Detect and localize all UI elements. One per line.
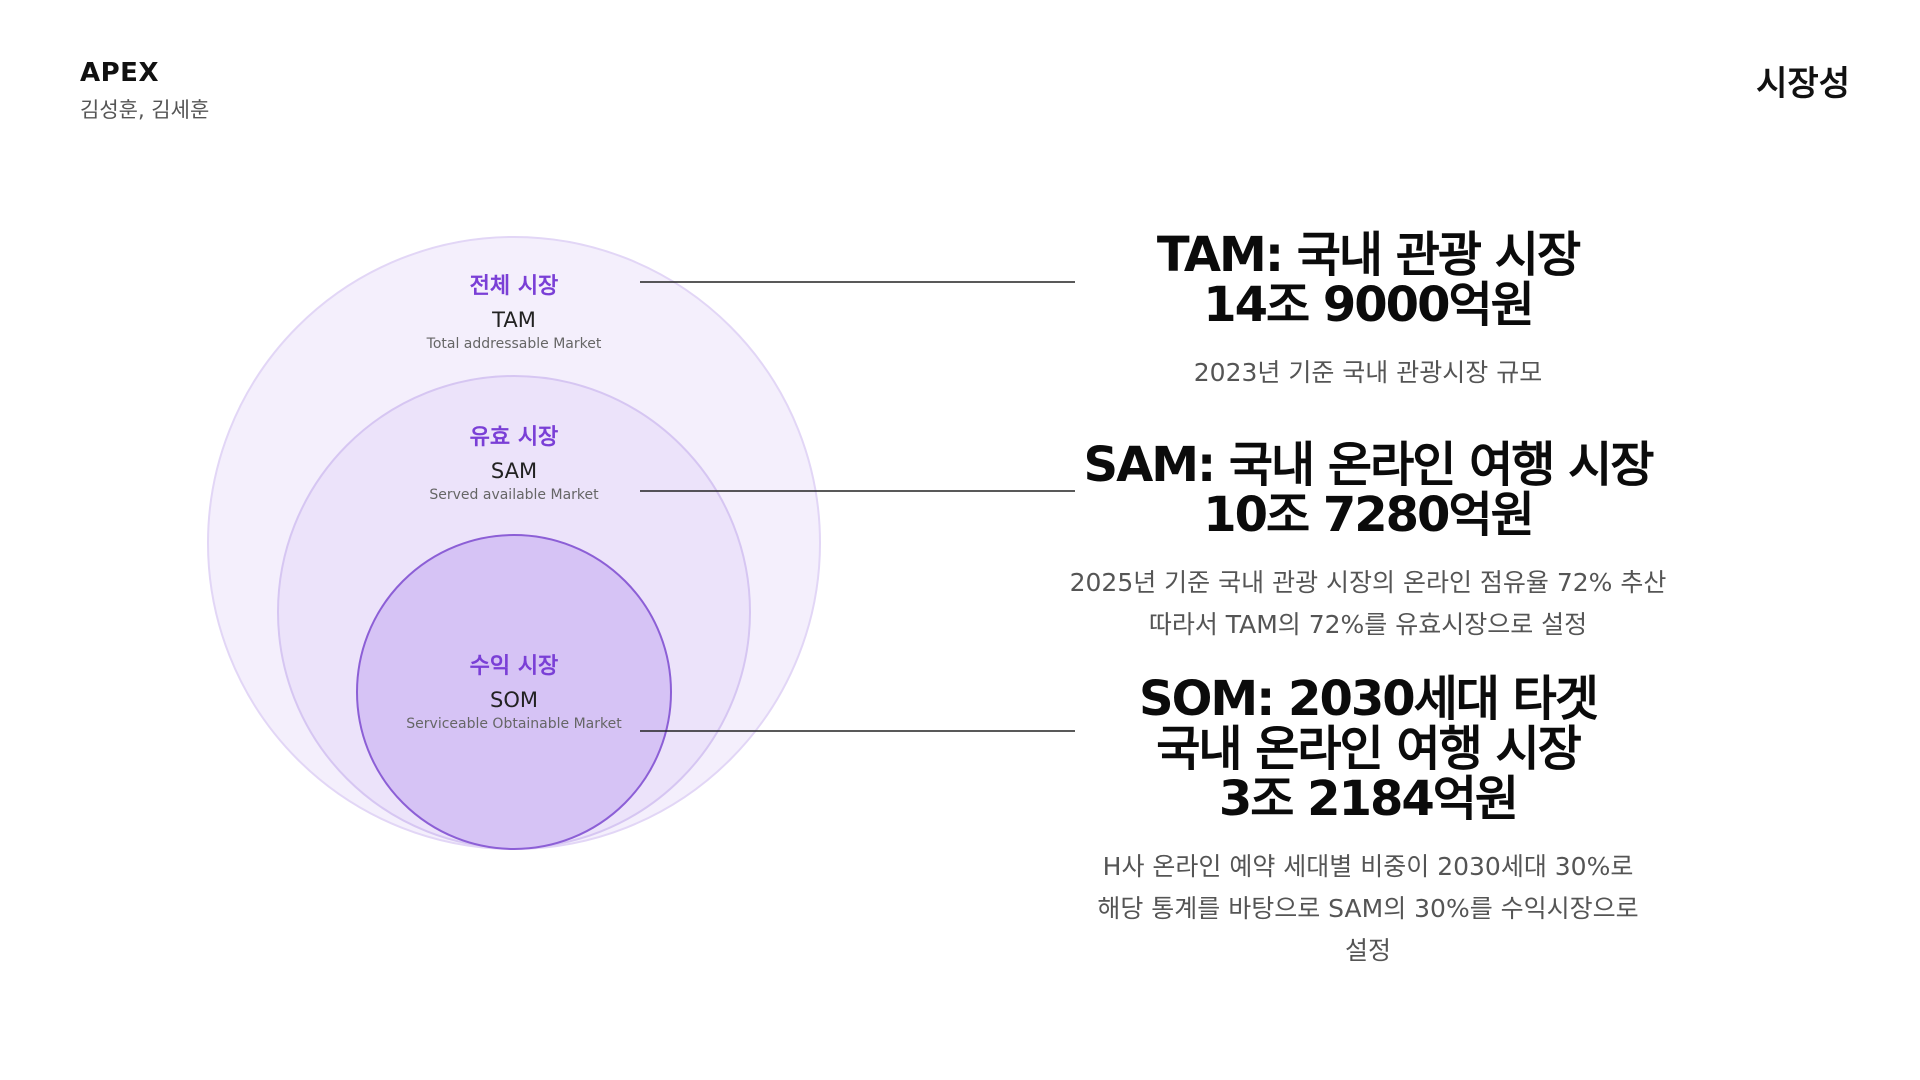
brand-block: APEX 김성훈, 김세훈 (80, 58, 209, 124)
tam-value: 14조 9000억원 (1203, 277, 1535, 333)
tam-circle-label: 전체 시장 TAM Total addressable Market (427, 268, 602, 352)
tam-block: TAM: 국내 관광 시장 14조 9000억원 2023년 기준 국내 관광시… (1156, 227, 1581, 394)
som-label-full: Serviceable Obtainable Market (406, 716, 622, 732)
sam-label-ko: 유효 시장 (469, 425, 559, 450)
som-headline-line: SOM: 2030세대 타겟 (1139, 671, 1599, 727)
author-names: 김성훈, 김세훈 (80, 98, 210, 122)
brand-name: APEX (80, 58, 159, 88)
sam-value: 10조 7280억원 (1203, 487, 1535, 543)
som-description-line: 설정 (1344, 936, 1391, 965)
sam-block: SAM: 국내 온라인 여행 시장 10조 7280억원 2025년 기준 국내… (1070, 440, 1667, 646)
som-value: 3조 2184억원 (1218, 771, 1519, 827)
som-block: SOM: 2030세대 타겟 국내 온라인 여행 시장 3조 2184억원 H사… (1097, 674, 1638, 972)
tam-headline-line: TAM: 국내 관광 시장 (1156, 227, 1581, 283)
sam-headline-line: SAM: 국내 온라인 여행 시장 (1083, 437, 1655, 493)
tam-label-abbr: TAM (492, 308, 536, 332)
sam-description-line: 따라서 TAM의 72%를 유효시장으로 설정 (1148, 610, 1588, 639)
som-description-line: 해당 통계를 바탕으로 SAM의 30%를 수익시장으로 (1097, 894, 1639, 923)
som-label-abbr: SOM (490, 688, 538, 712)
som-description-line: H사 온라인 예약 세대별 비중이 2030세대 30%로 (1102, 852, 1634, 881)
som-description: H사 온라인 예약 세대별 비중이 2030세대 30%로 해당 통계를 바탕으… (1097, 846, 1638, 972)
sam-label-full: Served available Market (429, 487, 599, 503)
section-title: 시장성 (1756, 64, 1850, 104)
tam-label-full: Total addressable Market (426, 336, 602, 352)
sam-label-abbr: SAM (490, 459, 538, 483)
tam-label-ko: 전체 시장 (469, 274, 559, 299)
som-headline-line: 국내 온라인 여행 시장 (1156, 721, 1582, 777)
som-circle-label: 수익 시장 SOM Serviceable Obtainable Market (406, 648, 621, 732)
sam-description-line: 2025년 기준 국내 관광 시장의 온라인 점유율 72% 추산 (1069, 568, 1667, 597)
som-label-ko: 수익 시장 (469, 654, 559, 679)
sam-circle-label: 유효 시장 SAM Served available Market (429, 419, 598, 503)
tam-description: 2023년 기준 국내 관광시장 규모 (1193, 358, 1543, 387)
som-circle (356, 534, 672, 850)
sam-description: 2025년 기준 국내 관광 시장의 온라인 점유율 72% 추산 따라서 TA… (1070, 562, 1667, 646)
